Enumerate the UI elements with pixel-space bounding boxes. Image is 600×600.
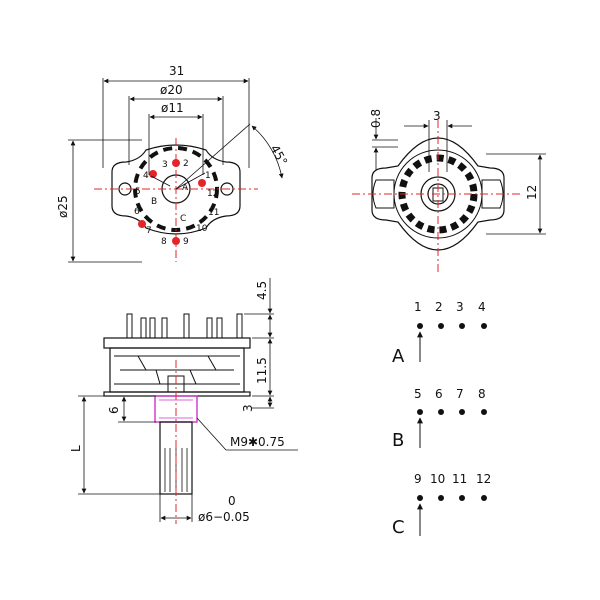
pin-label-6: 6 [134,207,140,217]
solder-pin [216,317,223,339]
contact-number: 2 [435,300,443,314]
solder-pin [183,313,190,339]
pin-dots [138,159,206,245]
contact-dot [438,323,444,329]
solder-pin [149,317,156,339]
contact-dot [459,495,465,501]
dim-side-3: 3 [241,404,255,412]
solder-pins [126,313,243,339]
wafer-contacts [137,355,217,385]
pin-dot [172,159,180,167]
solder-pin [236,313,243,339]
pin-label-8: 8 [161,237,167,247]
pin-label-4: 4 [143,171,149,181]
dim-dia25: ø25 [56,195,70,218]
back-body [371,137,505,251]
pin-label-10: 10 [196,224,208,234]
contact-number: 4 [478,300,486,314]
back-view: 0.8 3 12 [352,109,546,272]
pin-label-2: 2 [183,159,189,169]
contact-dot [481,323,487,329]
pin-label-3: 3 [162,160,168,170]
solder-pin [161,317,168,339]
dim-back-12: 12 [525,185,539,200]
contact-dot [417,409,423,415]
angle-leader [175,123,251,190]
contact-number: 3 [456,300,464,314]
solder-pin [140,317,147,339]
dim-tol-top: 0 [228,494,236,508]
dim-115: 11.5 [255,357,269,384]
thread-leader [196,417,227,451]
dim-angle: 45° [267,143,290,168]
pole-label-c: C [392,517,405,538]
contact-dot [438,409,444,415]
dim-dia20: ø20 [160,83,183,97]
contact-dot [417,323,423,329]
contact-dot [481,495,487,501]
solder-pin [206,317,213,339]
leader-1 [175,172,206,190]
dim-back-3: 3 [433,109,441,123]
contact-dot [459,323,465,329]
contact-dot [438,495,444,501]
pin-label-9: 9 [183,237,189,247]
pin-dot [138,220,146,228]
wafer-top-plate [103,337,251,349]
contact-number: 8 [478,387,486,401]
solder-pin [126,313,133,339]
leader-4 [150,175,171,187]
back-mount-right [481,179,504,209]
pin-label-11: 11 [208,208,219,218]
top-view: 1 2 3 4 5 6 7 8 9 10 11 12 A B C 31 ø20 … [56,64,290,263]
dim-dia11: ø11 [161,101,184,115]
wafer-label-b: B [151,197,157,207]
pole-label-a: A [392,346,405,367]
angle-arc [251,125,284,179]
contact-number: 5 [414,387,422,401]
contact-number: 9 [414,472,422,486]
wafer-label-a: A [182,183,189,193]
contact-dot [417,495,423,501]
contact-dot [459,409,465,415]
dim-45: 4.5 [255,281,269,300]
side-view: 4.5 11.5 3 6 L M9✱0.75 0 ø6−0.05 [69,278,298,524]
pin-label-12: 12 [207,189,218,199]
back-mount-left [372,179,395,209]
pin-label-5: 5 [135,187,141,197]
schematic: 1 2 3 4 A 5 6 7 8 B 9 10 11 12 C [392,300,491,538]
pin-dot [198,179,206,187]
pin-label-7: 7 [146,226,152,236]
contact-dot [481,409,487,415]
dim-shaft: ø6−0.05 [198,510,250,524]
pole-label-b: B [392,430,404,451]
wafer-label-c: C [180,214,186,224]
dim-08: 0.8 [369,109,383,128]
dim-31: 31 [169,64,184,78]
dim-6: 6 [107,406,121,414]
shaft-knurl [164,448,188,492]
contact-number: 12 [476,472,491,486]
contact-number: 6 [435,387,443,401]
contact-number: 11 [452,472,467,486]
contact-number: 1 [414,300,422,314]
dim-thread: M9✱0.75 [230,435,285,449]
pin-dot [172,237,180,245]
contact-number: 10 [430,472,445,486]
contact-number: 7 [456,387,464,401]
dim-L: L [69,445,83,452]
pin-label-1: 1 [205,171,211,181]
